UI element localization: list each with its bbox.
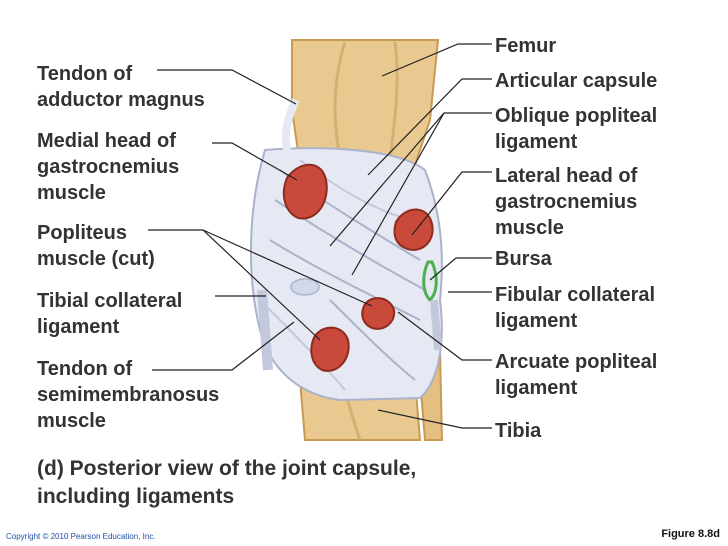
caption-line: including ligaments: [37, 485, 235, 508]
label-line: Medial head of: [37, 130, 176, 152]
adductor-magnus-tendon: [281, 98, 300, 162]
label-line: semimembranosus: [37, 384, 220, 406]
label-fibular-collateral-ligament: Fibular collateral ligament: [495, 282, 655, 334]
label-line: muscle (cut): [37, 248, 155, 270]
label-tibia: Tibia: [495, 418, 541, 444]
label-line: Fibular collateral: [495, 284, 656, 306]
label-lateral-head-gastrocnemius: Lateral head of gastrocnemius muscle: [495, 163, 637, 241]
leader-oblique-popliteal-2: [351, 112, 445, 276]
figure-caption: (d) Posterior view of the joint capsule,…: [37, 455, 416, 511]
label-bursa: Bursa: [495, 246, 552, 272]
label-line: gastrocnemius: [495, 191, 638, 213]
joint-capsule: [249, 147, 443, 402]
lateral-gastrocnemius-cut: [393, 208, 434, 251]
leader-lateral-gastrocnemius: [411, 171, 492, 236]
caption-line: (d) Posterior view of the joint capsule,: [37, 457, 417, 480]
label-femur: Femur: [495, 33, 556, 59]
label-line: muscle: [495, 217, 564, 239]
label-line: muscle: [37, 410, 106, 432]
popliteus-cut: [361, 297, 396, 330]
label-line: ligament: [495, 131, 578, 153]
tibial-collateral-ligament-shape: [257, 289, 273, 371]
semimembranosus-cut: [310, 326, 350, 372]
label-line: Lateral head of: [495, 165, 638, 187]
leader-articular-capsule: [367, 78, 492, 176]
tibial-collateral-band: [290, 278, 320, 296]
leader-semimembranosus: [152, 321, 295, 371]
leader-popliteus-2: [202, 229, 373, 307]
label-line: gastrocnemius: [37, 156, 180, 178]
label-line: adductor magnus: [37, 89, 205, 111]
copyright-notice: Copyright © 2010 Pearson Education, Inc.: [6, 532, 156, 541]
label-line: Arcuate popliteal: [495, 351, 658, 373]
label-line: Tibia: [495, 420, 542, 442]
label-articular-capsule: Articular capsule: [495, 68, 657, 94]
leader-tibia: [377, 409, 492, 429]
label-line: ligament: [495, 377, 578, 399]
label-line: Popliteus: [37, 222, 128, 244]
label-line: Tibial collateral: [37, 290, 183, 312]
label-oblique-popliteal-ligament: Oblique popliteal ligament: [495, 103, 657, 155]
label-line: muscle: [37, 182, 106, 204]
label-line: ligament: [37, 316, 120, 338]
label-line: Bursa: [495, 248, 552, 270]
label-line: Femur: [495, 35, 557, 57]
label-tendon-adductor-magnus: Tendon of adductor magnus: [37, 61, 205, 113]
leader-adductor-magnus: [157, 69, 297, 105]
label-line: Tendon of: [37, 358, 133, 380]
label-arcuate-popliteal-ligament: Arcuate popliteal ligament: [495, 349, 657, 401]
leader-bursa: [429, 257, 492, 281]
figure-reference: Figure 8.8d: [661, 528, 720, 540]
medial-gastrocnemius-cut: [282, 163, 328, 220]
label-line: ligament: [495, 310, 578, 332]
label-line: Articular capsule: [495, 70, 658, 92]
label-line: Oblique popliteal: [495, 105, 658, 127]
label-popliteus-muscle: Popliteus muscle (cut): [37, 220, 155, 272]
label-tibial-collateral-ligament: Tibial collateral ligament: [37, 288, 182, 340]
leader-lines: [148, 43, 492, 429]
leader-medial-gastrocnemius: [212, 142, 298, 181]
label-line: Tendon of: [37, 63, 133, 85]
label-medial-head-gastrocnemius: Medial head of gastrocnemius muscle: [37, 128, 179, 206]
fibular-collateral-ligament-shape: [430, 299, 442, 351]
leader-arcuate-popliteal: [397, 311, 492, 361]
label-tendon-semimembranosus: Tendon of semimembranosus muscle: [37, 356, 219, 434]
bursa-shape: [422, 260, 438, 303]
leader-femur: [381, 43, 492, 77]
